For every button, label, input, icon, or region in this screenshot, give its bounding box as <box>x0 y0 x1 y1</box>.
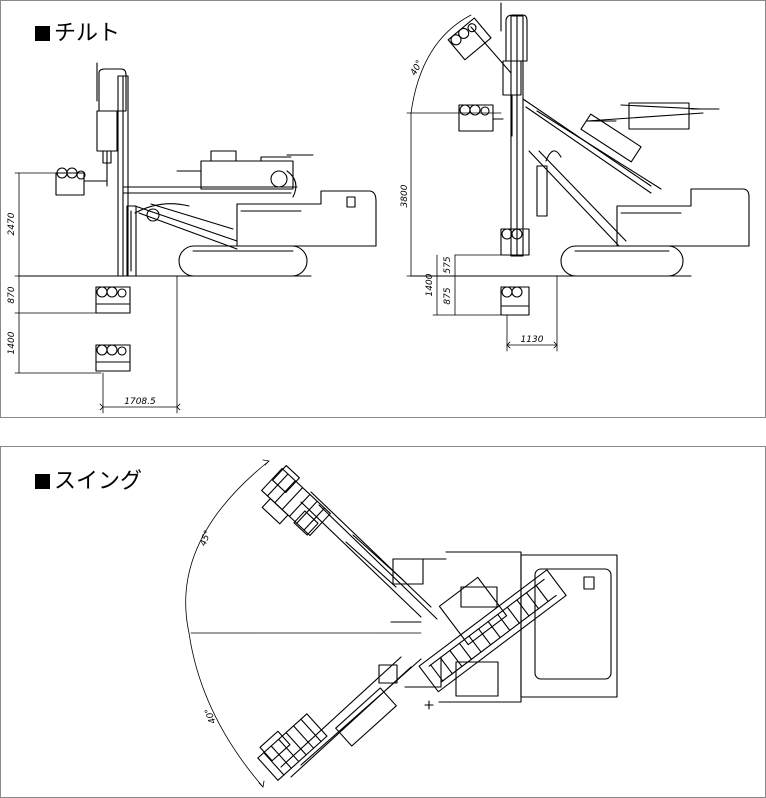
angle-45-label: 45° <box>199 529 214 547</box>
swing-angle-guides <box>185 459 422 788</box>
angle-40-bottom-label: 40° <box>204 706 219 724</box>
dim-3800-label: 3800 <box>400 184 410 207</box>
left-dimension-lines <box>14 172 181 414</box>
swing-upper-arm <box>261 464 438 623</box>
swing-drawing: 45° 40° <box>185 459 618 788</box>
swing-carrier <box>392 551 618 703</box>
square-bullet-icon <box>35 474 50 489</box>
tilt-panel: チルト <box>0 0 766 418</box>
dim-2470-label: 2470 <box>7 212 17 235</box>
swing-lower-arm <box>257 656 434 781</box>
dim-870-label: 870 <box>7 286 17 303</box>
square-bullet-icon <box>35 26 50 41</box>
right-dimension-lines <box>406 14 558 352</box>
dim-1708-label: 1708.5 <box>124 397 156 407</box>
swing-angle-labels: 45° 40° <box>199 529 219 725</box>
dim-1130-label: 1130 <box>521 335 544 345</box>
right-machine <box>410 2 750 316</box>
dim-1400-right-label: 1400 <box>425 273 435 296</box>
swing-title: スイング <box>35 463 142 495</box>
tilt-title: チルト <box>35 15 120 47</box>
dim-1400-label: 1400 <box>7 331 17 354</box>
tilt-drawing: 2470 870 1400 1708.5 <box>7 2 750 414</box>
swing-boom <box>418 569 567 697</box>
left-dimension-labels: 2470 870 1400 1708.5 <box>7 212 156 407</box>
swing-panel: スイング <box>0 446 766 798</box>
dim-875-label: 875 <box>443 287 453 304</box>
right-dimension-labels: 40° 3800 1400 575 875 1130 <box>400 59 544 345</box>
dim-575-label: 575 <box>443 256 453 273</box>
left-machine <box>18 62 377 372</box>
